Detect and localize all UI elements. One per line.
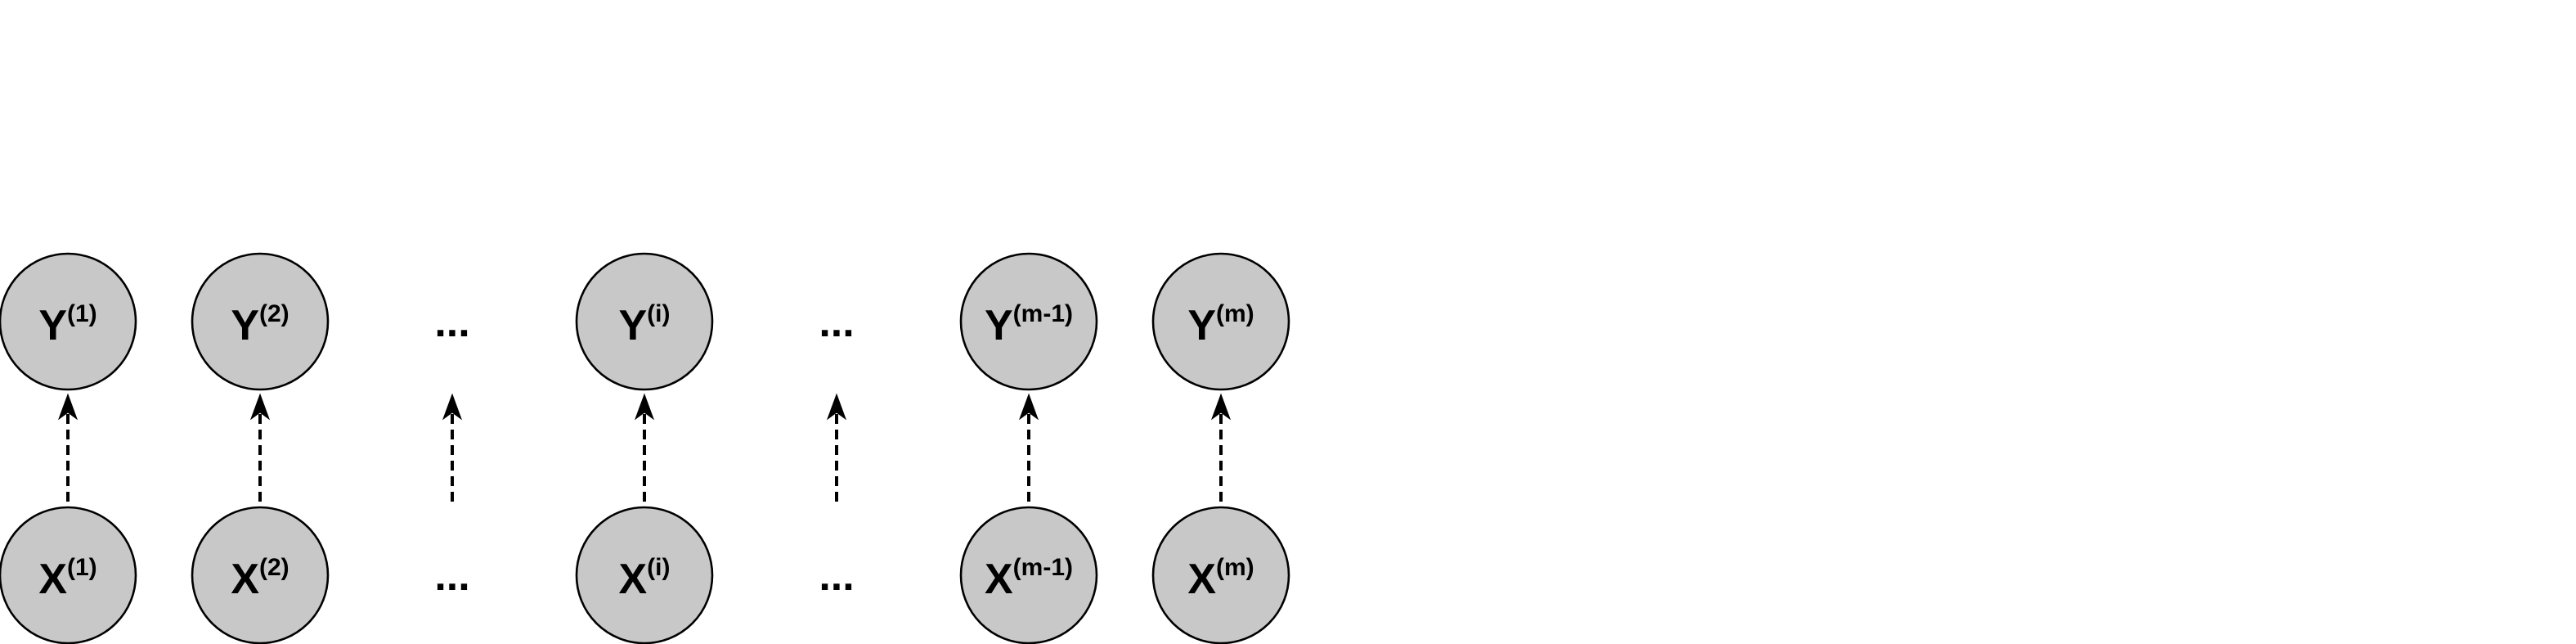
node-circle bbox=[191, 252, 330, 391]
output-node: Y(m) bbox=[1151, 252, 1290, 391]
arrowhead bbox=[826, 393, 847, 421]
node-superscript: (1) bbox=[67, 554, 97, 581]
arrowhead bbox=[1210, 393, 1232, 421]
node-variable: Y bbox=[38, 302, 67, 349]
node-circle bbox=[1151, 506, 1290, 644]
input-node: X(1) bbox=[0, 506, 137, 644]
node-variable: X bbox=[38, 556, 67, 603]
arrowhead bbox=[57, 393, 79, 421]
output-node: Y(m-1) bbox=[959, 252, 1098, 391]
input-node: X(m) bbox=[1151, 506, 1290, 644]
node-superscript: (m-1) bbox=[1013, 554, 1073, 581]
top_row-ellipsis: ... bbox=[819, 299, 854, 346]
node-label: Y(1) bbox=[38, 300, 96, 349]
node-label: Y(i) bbox=[618, 300, 670, 349]
top_row-ellipsis: ... bbox=[434, 299, 469, 346]
node-variable: X bbox=[1187, 556, 1216, 603]
node-circle bbox=[575, 252, 714, 391]
node-variable: Y bbox=[231, 302, 259, 349]
node-superscript: (i) bbox=[647, 300, 670, 327]
node-variable: Y bbox=[1187, 302, 1216, 349]
dashed-arrow bbox=[634, 393, 655, 502]
dashed-arrow bbox=[442, 393, 463, 502]
node-variable: Y bbox=[618, 302, 647, 349]
node-label: X(1) bbox=[38, 554, 96, 603]
node-circle bbox=[959, 506, 1098, 644]
node-label: X(i) bbox=[618, 554, 670, 603]
dashed-arrow bbox=[826, 393, 847, 502]
node-circle bbox=[191, 506, 330, 644]
arrowhead bbox=[634, 393, 655, 421]
dashed-arrow bbox=[1210, 393, 1232, 502]
node-superscript: (2) bbox=[259, 554, 289, 581]
node-circle bbox=[959, 252, 1098, 391]
bottom_row-ellipsis: ... bbox=[819, 552, 854, 600]
node-variable: X bbox=[985, 556, 1013, 603]
node-variable: Y bbox=[985, 302, 1013, 349]
node-label: Y(m) bbox=[1187, 300, 1254, 349]
node-superscript: (i) bbox=[647, 554, 670, 581]
dashed-arrow bbox=[1018, 393, 1039, 502]
node-superscript: (m) bbox=[1216, 554, 1254, 581]
node-circle bbox=[1151, 252, 1290, 391]
input-node: X(2) bbox=[191, 506, 330, 644]
node-label: Y(m-1) bbox=[985, 300, 1073, 349]
node-circle bbox=[0, 506, 137, 644]
arrowhead bbox=[442, 393, 463, 421]
node-label: Y(2) bbox=[231, 300, 289, 349]
node-variable: X bbox=[231, 556, 259, 603]
arrowhead bbox=[1018, 393, 1039, 421]
output-node: Y(i) bbox=[575, 252, 714, 391]
node-variable: X bbox=[618, 556, 647, 603]
node-superscript: (m-1) bbox=[1013, 300, 1073, 327]
bottom_row-ellipsis: ... bbox=[434, 552, 469, 600]
node-superscript: (m) bbox=[1216, 300, 1254, 327]
node-label: X(2) bbox=[231, 554, 289, 603]
node-circle bbox=[0, 252, 137, 391]
dashed-arrow bbox=[249, 393, 271, 502]
node-label: X(m) bbox=[1187, 554, 1254, 603]
arrowhead bbox=[249, 393, 271, 421]
node-superscript: (1) bbox=[67, 300, 97, 327]
output-node: Y(2) bbox=[191, 252, 330, 391]
node-circle bbox=[575, 506, 714, 644]
input-node: X(m-1) bbox=[959, 506, 1098, 644]
node-superscript: (2) bbox=[259, 300, 289, 327]
input-node: X(i) bbox=[575, 506, 714, 644]
dashed-arrow bbox=[57, 393, 79, 502]
node-label: X(m-1) bbox=[985, 554, 1073, 603]
output-node: Y(1) bbox=[0, 252, 137, 391]
